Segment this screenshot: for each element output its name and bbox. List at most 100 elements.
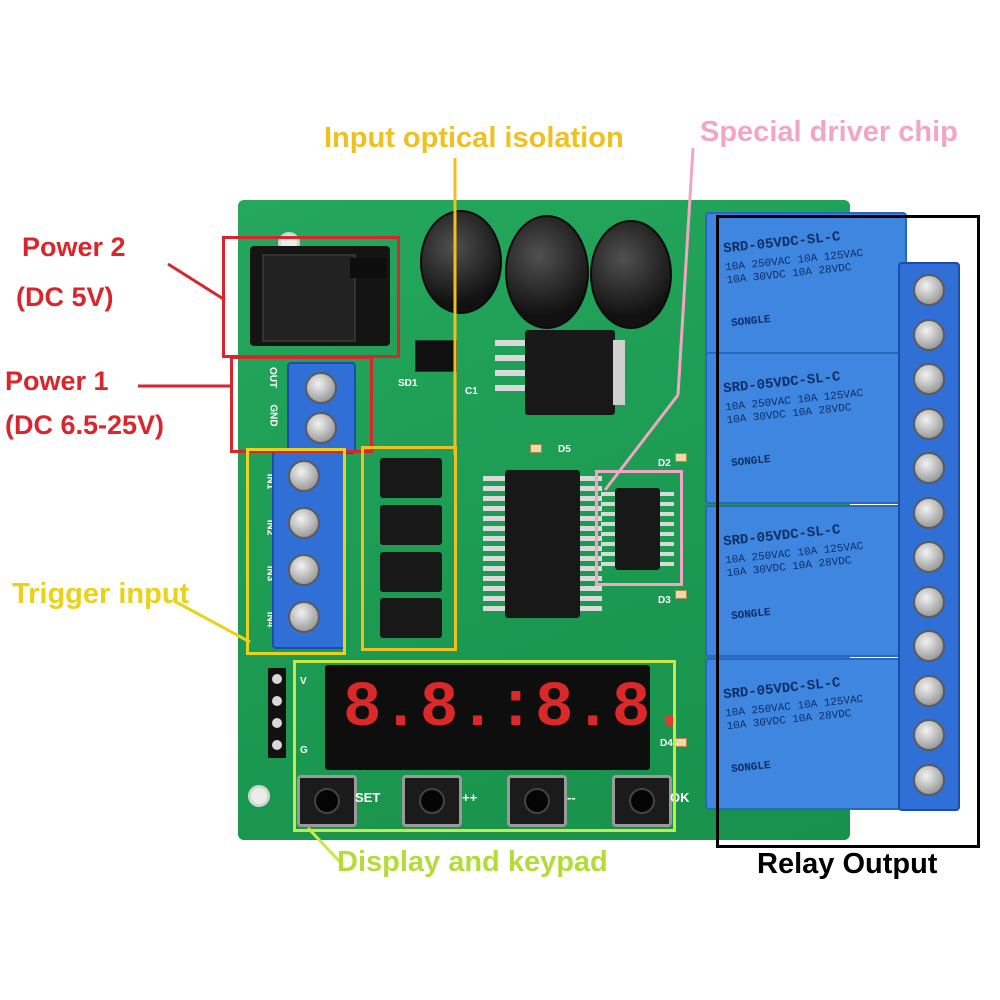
driver-pin [601, 562, 615, 566]
terminal-screw[interactable] [288, 507, 320, 539]
display-keypad-highlight-box [293, 660, 676, 832]
mcu-pin [580, 536, 602, 541]
regulator-pin [495, 385, 525, 391]
status-led [530, 444, 542, 453]
mcu-pin [580, 506, 602, 511]
driver-pin [660, 522, 674, 526]
terminal-screw[interactable] [913, 763, 945, 796]
terminal-screw[interactable] [913, 452, 945, 484]
optocoupler-chip [380, 552, 442, 592]
terminal-screw[interactable] [913, 585, 945, 618]
optocoupler-chip [380, 598, 442, 638]
seven-segment-display: 8.8.:8.8. [325, 665, 689, 770]
silk-c1: C1 [465, 386, 478, 397]
regulator-pin [495, 370, 525, 376]
smd-diode [415, 340, 457, 372]
terminal-screw[interactable] [305, 412, 337, 444]
regulator-pin [495, 355, 525, 361]
increment-button[interactable] [402, 775, 462, 827]
mcu-pin [483, 526, 505, 531]
pin-header [268, 668, 286, 758]
terminal-screw[interactable] [913, 274, 945, 306]
silk-d3: D3 [658, 595, 671, 606]
mcu-pin [580, 556, 602, 561]
set-button[interactable] [297, 775, 357, 827]
driver-pin [660, 552, 674, 556]
terminal-screw[interactable] [913, 674, 945, 707]
driver-label: Special driver chip [700, 116, 958, 148]
mcu-pin [580, 516, 602, 521]
terminal-screw[interactable] [913, 318, 945, 351]
key-label-set: SET [355, 790, 381, 805]
driver-pin [660, 512, 674, 516]
silk-header-g: G [300, 745, 308, 756]
driver-pin [601, 532, 615, 536]
electrolytic-capacitor [505, 215, 589, 329]
terminal-screw[interactable] [305, 372, 337, 404]
trigger-highlight-box [246, 448, 346, 655]
mcu-pin [483, 586, 505, 591]
silk-d4: D4 [660, 738, 673, 749]
driver-pin [601, 522, 615, 526]
mcu-pin [580, 546, 602, 551]
mcu-pin [483, 576, 505, 581]
silk-sd1: SD1 [398, 378, 418, 389]
mcu-pin [580, 596, 602, 601]
optocoupler-chip [380, 458, 442, 498]
terminal-screw[interactable] [913, 719, 945, 751]
mcu-pin [483, 566, 505, 571]
power1-label-line2: (DC 6.5-25V) [5, 410, 165, 440]
relay-output-label: Relay Output [757, 848, 938, 880]
relay-highlight-box [716, 215, 980, 848]
power2-label-line2: (DC 5V) [16, 282, 114, 312]
power1-highlight-box [230, 356, 373, 453]
terminal-screw[interactable] [913, 407, 945, 440]
status-led [675, 453, 687, 462]
mcu-pin [580, 586, 602, 591]
terminal-screw[interactable] [913, 630, 945, 662]
display-digits: 8.8.:8.8. [343, 673, 689, 745]
driver-chip [615, 488, 660, 570]
power1-label-line1: Power 1 [5, 366, 109, 396]
power-terminal-block [287, 362, 356, 454]
driver-highlight-box [595, 470, 683, 586]
mcu-pin [483, 516, 505, 521]
optocoupler-chip [380, 505, 442, 545]
driver-pin [660, 532, 674, 536]
display-keypad-label: Display and keypad [337, 846, 608, 878]
decrement-button[interactable] [507, 775, 567, 827]
mcu-pin [580, 566, 602, 571]
driver-pin [601, 502, 615, 506]
power2-label-line1: Power 2 [22, 232, 126, 262]
dc-power-jack [250, 246, 390, 346]
driver-pin [660, 502, 674, 506]
mounting-hole [248, 785, 270, 807]
mcu-pin [580, 526, 602, 531]
terminal-screw[interactable] [288, 601, 320, 633]
trigger-label: Trigger input [12, 578, 190, 610]
mcu-pin [580, 606, 602, 611]
ok-button[interactable] [612, 775, 672, 827]
electrolytic-capacitor [590, 220, 672, 329]
mcu-pin [483, 606, 505, 611]
driver-pin [601, 492, 615, 496]
electrolytic-capacitor [420, 210, 502, 314]
mcu-pin [483, 546, 505, 551]
relay-output-terminal-block [898, 262, 960, 811]
terminal-screw[interactable] [913, 363, 945, 395]
mcu-pin [483, 476, 505, 481]
terminal-screw[interactable] [913, 496, 945, 529]
mcu-pin [483, 486, 505, 491]
driver-pin [601, 542, 615, 546]
mcu-pin [580, 576, 602, 581]
silk-d5: D5 [558, 444, 571, 455]
mcu-pin [483, 506, 505, 511]
terminal-screw[interactable] [288, 554, 320, 586]
driver-pin [601, 512, 615, 516]
terminal-screw[interactable] [288, 460, 320, 492]
terminal-screw[interactable] [913, 541, 945, 573]
